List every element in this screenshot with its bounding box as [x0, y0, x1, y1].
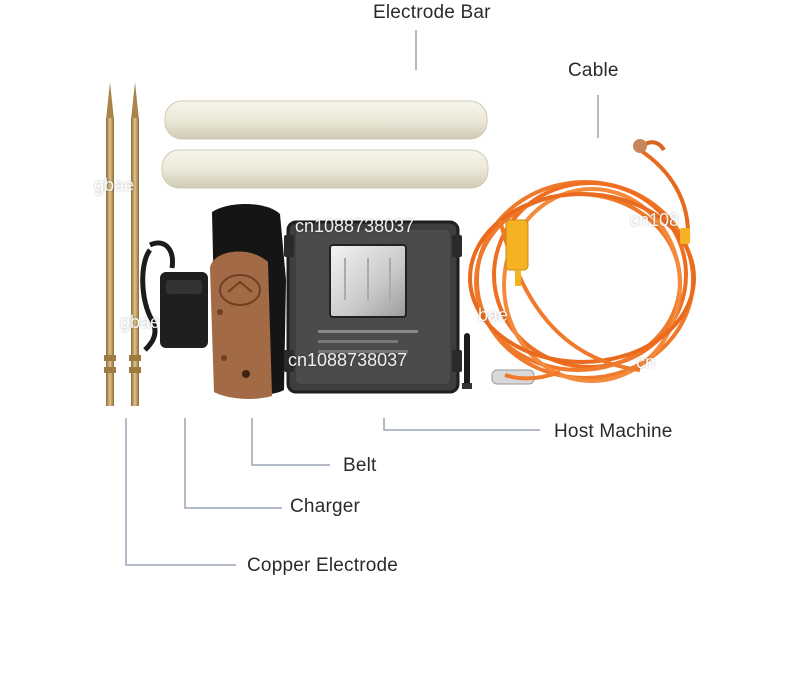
watermark: gbae: [120, 312, 161, 332]
copper-electrode-right: [129, 82, 141, 406]
host-machine: [284, 220, 462, 394]
watermark: cn1088738037: [295, 216, 415, 236]
label-host-machine: Host Machine: [554, 421, 673, 442]
label-belt: Belt: [343, 455, 377, 476]
watermark: cn: [636, 352, 656, 372]
cable-coil: [468, 140, 696, 383]
label-copper-electrode: Copper Electrode: [247, 555, 399, 576]
label-cable: Cable: [568, 60, 619, 81]
watermark: cn108: [630, 210, 680, 230]
charger: [140, 240, 208, 352]
antenna: [462, 333, 472, 389]
label-charger: Charger: [290, 496, 361, 517]
cable-end-clip: [633, 139, 690, 244]
electrode-bar-top: [164, 100, 488, 140]
leader-lines: [125, 30, 599, 566]
copper-electrode-left: [104, 82, 116, 406]
watermark: bae: [478, 305, 509, 325]
watermark: gbae: [94, 175, 135, 195]
cable-tag: [505, 219, 529, 286]
watermark: cn1088738037: [288, 350, 408, 370]
belt: [210, 203, 286, 399]
electrode-bar-bottom: [161, 149, 489, 189]
label-electrode-bar: Electrode Bar: [373, 2, 491, 23]
